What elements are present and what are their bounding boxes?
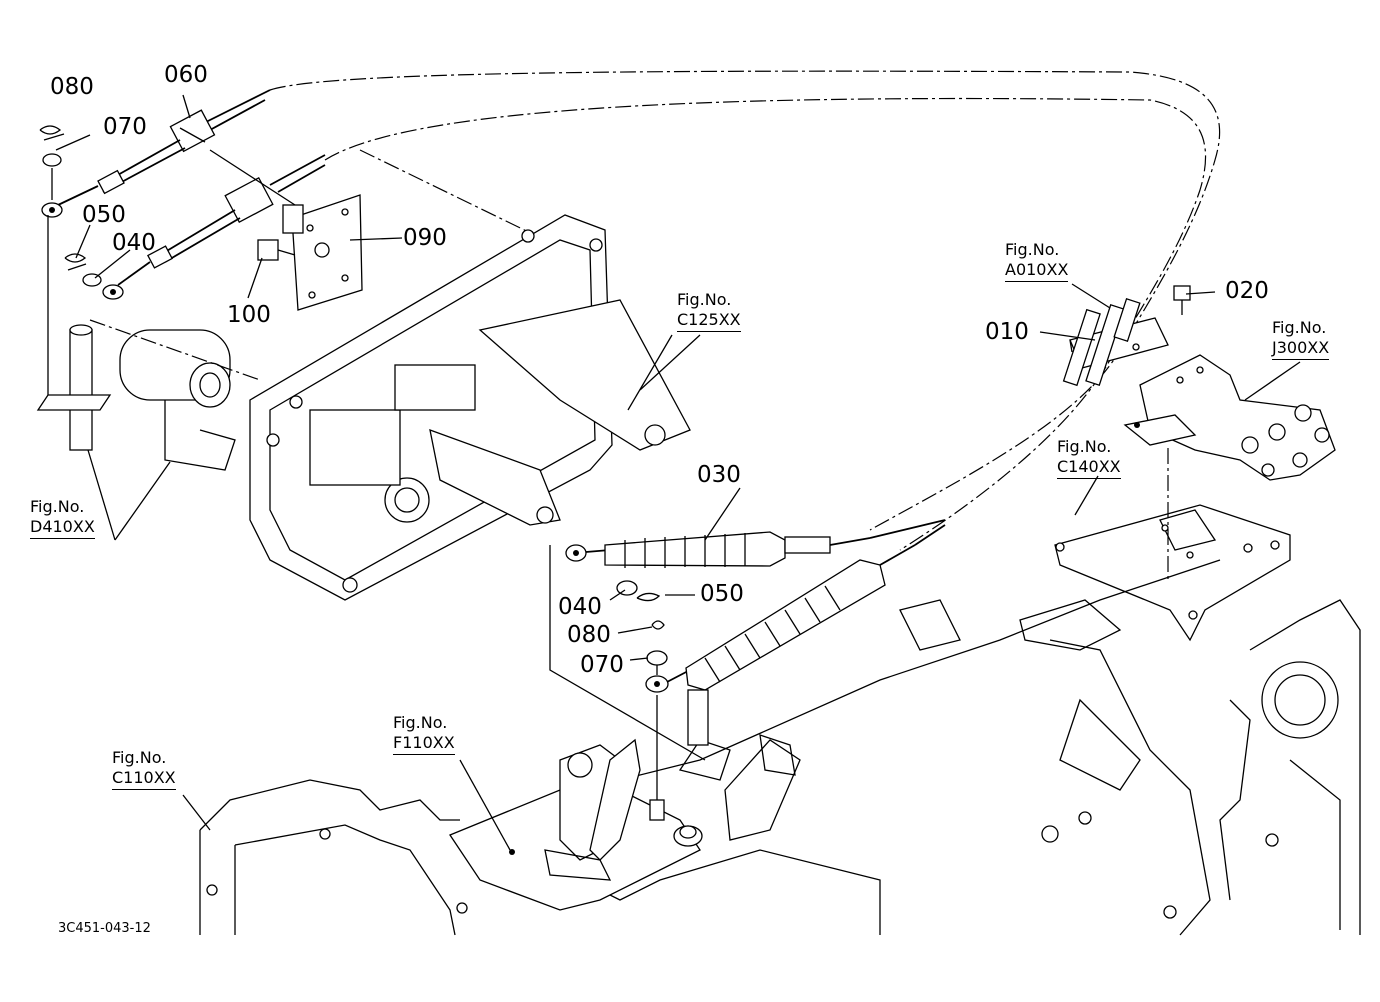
fig-ref-a010-label: Fig.No. bbox=[1005, 240, 1060, 259]
bracket-plate-090 bbox=[209, 149, 363, 311]
d410-component bbox=[36, 319, 261, 471]
fig-ref-c125: Fig.No. C125XX bbox=[677, 290, 741, 332]
bracket-010 bbox=[1062, 285, 1191, 387]
fig-ref-c110: Fig.No. C110XX bbox=[112, 748, 176, 790]
part-label-040-lower: 040 bbox=[558, 594, 602, 620]
boot-ribs-upper bbox=[624, 533, 746, 568]
fig-ref-f110-label: Fig.No. bbox=[393, 713, 448, 732]
part-label-070-lower: 070 bbox=[580, 652, 624, 678]
part-label-080-lower: 080 bbox=[567, 622, 611, 648]
c125-housing bbox=[249, 214, 701, 601]
lower-cable-030 bbox=[549, 519, 946, 815]
fig-ref-d410-label: Fig.No. bbox=[30, 497, 85, 516]
fig-ref-a010-number: A010XX bbox=[1005, 260, 1069, 282]
fig-ref-j300: Fig.No. J300XX bbox=[1272, 318, 1330, 360]
drawing-code: 3C451-043-12 bbox=[58, 921, 151, 936]
part-label-070: 070 bbox=[103, 114, 147, 140]
part-label-050: 050 bbox=[82, 202, 126, 228]
fig-ref-f110: Fig.No. F110XX bbox=[393, 713, 455, 755]
fig-ref-d410-number: D410XX bbox=[30, 517, 95, 539]
leader-lines bbox=[55, 94, 1301, 851]
cable-routing bbox=[269, 70, 1221, 551]
part-label-040: 040 bbox=[112, 230, 156, 256]
fig-ref-c110-label: Fig.No. bbox=[112, 748, 167, 767]
fig-ref-c110-number: C110XX bbox=[112, 768, 176, 790]
fig-ref-c125-number: C125XX bbox=[677, 310, 741, 332]
part-label-020: 020 bbox=[1225, 278, 1269, 304]
c140-frame bbox=[1054, 504, 1291, 642]
part-label-060: 060 bbox=[164, 62, 208, 88]
f110-assembly bbox=[449, 689, 709, 911]
part-label-100: 100 bbox=[227, 302, 271, 328]
valve-j300 bbox=[1123, 354, 1336, 580]
upper-cable-assembly bbox=[39, 89, 326, 395]
fig-ref-c140-number: C140XX bbox=[1057, 457, 1121, 479]
fig-ref-j300-number: J300XX bbox=[1272, 338, 1330, 360]
fig-ref-c125-label: Fig.No. bbox=[677, 290, 732, 309]
boot-ribs-lower bbox=[704, 585, 841, 683]
part-label-090: 090 bbox=[403, 225, 447, 251]
part-label-080: 080 bbox=[50, 74, 94, 100]
part-label-050-lower: 050 bbox=[700, 581, 744, 607]
fig-ref-f110-number: F110XX bbox=[393, 733, 455, 755]
transmission-housing bbox=[199, 559, 1361, 936]
part-label-010: 010 bbox=[985, 319, 1029, 345]
fig-ref-d410: Fig.No. D410XX bbox=[30, 497, 95, 539]
fig-ref-j300-label: Fig.No. bbox=[1272, 318, 1327, 337]
fig-ref-c140-label: Fig.No. bbox=[1057, 437, 1112, 456]
part-label-030: 030 bbox=[697, 462, 741, 488]
fig-ref-a010: Fig.No. A010XX bbox=[1005, 240, 1069, 282]
fig-ref-c140: Fig.No. C140XX bbox=[1057, 437, 1121, 479]
